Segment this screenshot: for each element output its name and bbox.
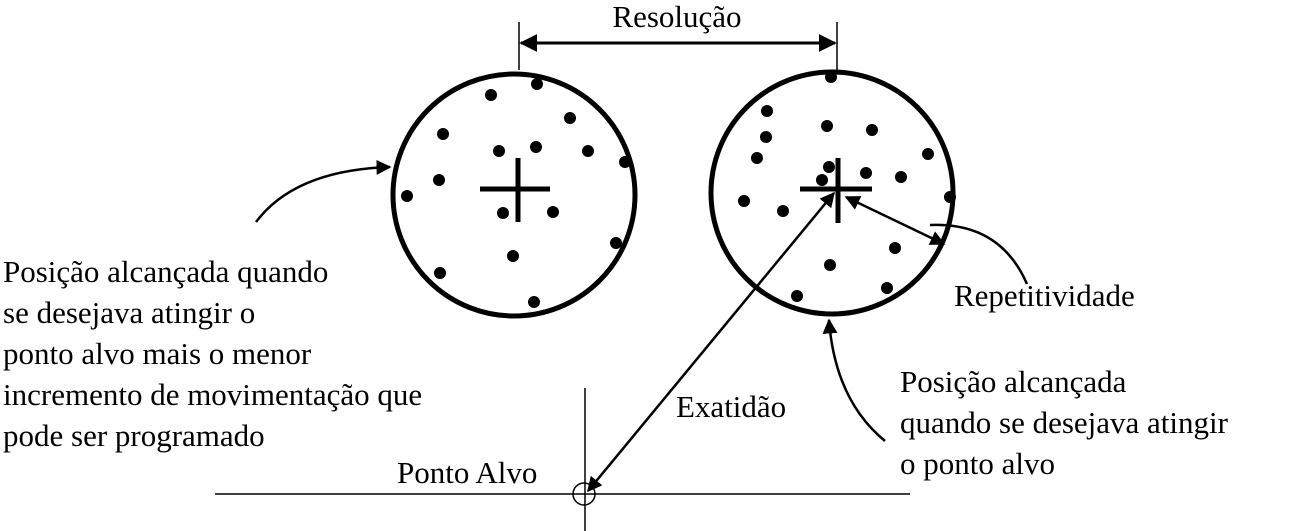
right-point	[922, 148, 934, 160]
right-point	[944, 191, 956, 203]
left-caption-line: Posição alcançada quando	[3, 254, 328, 289]
repeatability-label: Repetitividade	[954, 278, 1135, 313]
left-point	[401, 190, 413, 202]
left-point	[547, 206, 559, 218]
right-point	[895, 171, 907, 183]
left-scatter-circle	[390, 71, 638, 319]
right-point	[761, 105, 773, 117]
left-caption-pointer	[255, 159, 392, 223]
left-caption: Posição alcançada quando se desejava ati…	[3, 254, 430, 453]
accuracy-arrow	[587, 191, 835, 493]
left-point	[582, 145, 594, 157]
right-point	[881, 282, 893, 294]
right-point	[821, 120, 833, 132]
repeatability-arrow	[844, 195, 946, 246]
right-crosshair	[800, 158, 872, 223]
right-point	[824, 259, 836, 271]
right-point	[866, 124, 878, 136]
left-caption-line: se desejava atingir o	[3, 295, 255, 330]
left-caption-line: pode ser programado	[3, 418, 265, 453]
right-point	[889, 242, 901, 254]
left-point	[497, 207, 509, 219]
target-point-marker	[572, 482, 596, 506]
right-point	[816, 174, 828, 186]
left-point	[530, 141, 542, 153]
right-caption: Posição alcançada quando se desejava ati…	[900, 364, 1236, 481]
left-point	[528, 296, 540, 308]
resolution-label: Resolução	[612, 0, 741, 34]
right-caption-line: quando se desejava atingir	[900, 405, 1229, 440]
left-caption-line: incremento de movimentação que	[3, 377, 422, 412]
right-point	[791, 290, 803, 302]
left-scatter-points	[401, 78, 631, 308]
left-point	[507, 250, 519, 262]
right-point	[860, 167, 872, 179]
right-point	[825, 71, 837, 83]
right-point	[823, 161, 835, 173]
right-scatter-circle	[708, 69, 956, 317]
target-point-label: Ponto Alvo	[397, 455, 537, 490]
left-point	[564, 112, 576, 124]
left-point	[433, 174, 445, 186]
right-caption-line: Posição alcançada	[900, 364, 1127, 399]
left-crosshair	[480, 158, 550, 222]
left-point	[531, 78, 543, 90]
left-point	[437, 128, 449, 140]
accuracy-label: Exatidão	[676, 389, 786, 424]
right-caption-pointer	[822, 318, 886, 442]
right-point	[751, 152, 763, 164]
left-point	[619, 156, 631, 168]
left-point	[610, 237, 622, 249]
left-point	[493, 145, 505, 157]
left-caption-line: ponto alvo mais o menor	[3, 336, 312, 371]
right-caption-line: o ponto alvo	[900, 446, 1055, 481]
right-point	[738, 195, 750, 207]
left-point	[434, 267, 446, 279]
right-point	[760, 131, 772, 143]
left-point	[485, 89, 497, 101]
right-point	[777, 205, 789, 217]
